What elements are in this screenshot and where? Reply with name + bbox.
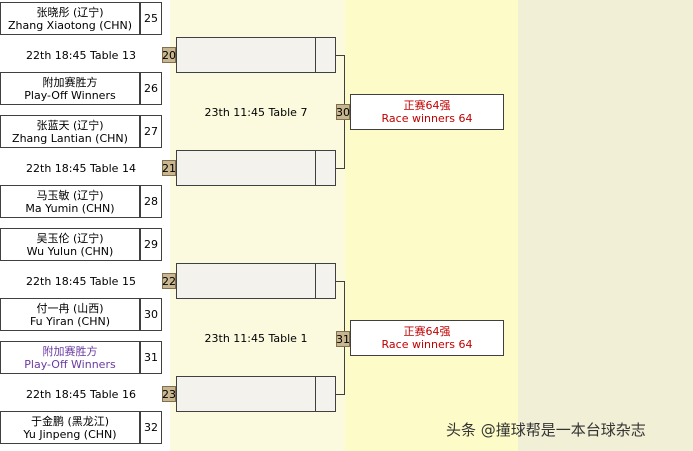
match-schedule: 23th 11:45 Table 7 xyxy=(204,105,308,119)
seed-number: 31 xyxy=(140,341,162,374)
player-entry[interactable]: 马玉敏 (辽宁) Ma Yumin (CHN) xyxy=(0,185,140,218)
bracket-column-empty xyxy=(518,0,693,451)
player-entry[interactable]: 于金鹏 (黑龙江) Yu Jinpeng (CHN) xyxy=(0,411,140,444)
seed-number: 27 xyxy=(140,115,162,148)
bracket-line xyxy=(336,55,344,56)
player-name-en: Wu Yulun (CHN) xyxy=(26,244,114,258)
player-name-en: Yu Jinpeng (CHN) xyxy=(23,427,117,441)
player-name-en: Ma Yumin (CHN) xyxy=(25,201,115,215)
result-label-en: Race winners 64 xyxy=(381,338,473,351)
match-schedule: 22th 18:45 Table 15 xyxy=(26,274,136,288)
match-schedule: 22th 18:45 Table 14 xyxy=(26,161,136,175)
seed-number: 32 xyxy=(140,411,162,444)
match-number: 22 xyxy=(162,273,176,289)
match-schedule: 22th 18:45 Table 13 xyxy=(26,48,136,62)
seed-number: 30 xyxy=(140,298,162,331)
match-number: 20 xyxy=(162,47,176,63)
bracket-column-round2 xyxy=(345,0,518,451)
watermark-text: 头条 @撞球帮是一本台球杂志 xyxy=(446,420,646,439)
player-name-en: Play-Off Winners xyxy=(24,88,116,102)
score-cell xyxy=(315,377,335,411)
bracket-line xyxy=(336,168,344,169)
player-name-cn: 张蓝天 (辽宁) xyxy=(36,118,104,132)
bracket-column-players xyxy=(0,0,170,451)
seed-number: 28 xyxy=(140,185,162,218)
player-name-cn: 付一冉 (山西) xyxy=(36,301,104,315)
player-entry[interactable]: 附加赛胜方 Play-Off Winners xyxy=(0,341,140,374)
match-number: 21 xyxy=(162,160,176,176)
score-cell xyxy=(315,264,335,298)
player-name-cn: 张晓彤 (辽宁) xyxy=(36,5,104,19)
match-winner-slot[interactable] xyxy=(176,150,336,186)
match-winner-slot[interactable] xyxy=(176,37,336,73)
result-box[interactable]: 正赛64强 Race winners 64 xyxy=(350,320,504,356)
player-name-cn: 附加赛胜方 xyxy=(42,344,98,358)
player-name-en: Fu Yiran (CHN) xyxy=(29,314,111,328)
player-entry[interactable]: 张晓彤 (辽宁) Zhang Xiaotong (CHN) xyxy=(0,2,140,35)
bracket-line xyxy=(336,281,344,282)
player-entry[interactable]: 付一冉 (山西) Fu Yiran (CHN) xyxy=(0,298,140,331)
score-cell xyxy=(315,38,335,72)
match-number: 30 xyxy=(336,104,350,120)
player-name-cn: 马玉敏 (辽宁) xyxy=(36,188,104,202)
player-name-en: Play-Off Winners xyxy=(24,357,116,371)
score-cell xyxy=(315,151,335,185)
seed-number: 25 xyxy=(140,2,162,35)
match-schedule: 23th 11:45 Table 1 xyxy=(204,331,308,345)
player-name-cn: 吴玉伦 (辽宁) xyxy=(36,231,104,245)
match-number: 23 xyxy=(162,386,176,402)
seed-number: 29 xyxy=(140,228,162,261)
match-number: 31 xyxy=(336,331,350,347)
match-schedule: 22th 18:45 Table 16 xyxy=(26,387,136,401)
player-entry[interactable]: 吴玉伦 (辽宁) Wu Yulun (CHN) xyxy=(0,228,140,261)
result-label-cn: 正赛64强 xyxy=(403,325,451,338)
result-box[interactable]: 正赛64强 Race winners 64 xyxy=(350,94,504,130)
player-name-en: Zhang Lantian (CHN) xyxy=(12,131,128,145)
player-name-cn: 附加赛胜方 xyxy=(42,75,98,89)
player-name-en: Zhang Xiaotong (CHN) xyxy=(7,18,133,32)
player-name-cn: 于金鹏 (黑龙江) xyxy=(30,414,110,428)
match-winner-slot[interactable] xyxy=(176,263,336,299)
seed-number: 26 xyxy=(140,72,162,105)
bracket-line xyxy=(336,394,344,395)
player-entry[interactable]: 张蓝天 (辽宁) Zhang Lantian (CHN) xyxy=(0,115,140,148)
result-label-en: Race winners 64 xyxy=(381,112,473,125)
match-winner-slot[interactable] xyxy=(176,376,336,412)
result-label-cn: 正赛64强 xyxy=(403,99,451,112)
bracket-column-round1 xyxy=(170,0,345,451)
player-entry[interactable]: 附加赛胜方 Play-Off Winners xyxy=(0,72,140,105)
